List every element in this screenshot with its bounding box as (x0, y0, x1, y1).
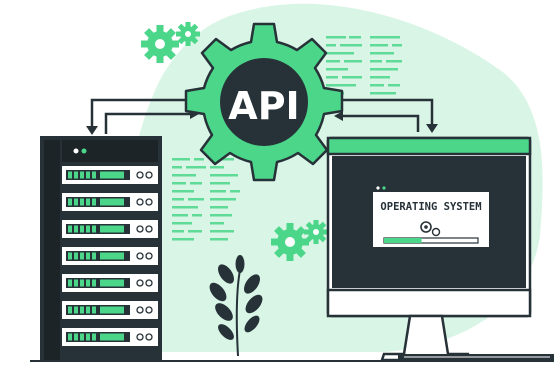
server-unit (62, 247, 158, 265)
server-unit (62, 193, 158, 211)
monitor-topbar (326, 136, 532, 156)
server-units (62, 166, 158, 346)
progress-fill (384, 238, 422, 243)
server-unit (62, 220, 158, 238)
gear-icon (271, 223, 309, 261)
api-label: API (228, 84, 299, 128)
server-unit (62, 274, 158, 292)
gear-icon (176, 22, 200, 46)
server-unit (62, 301, 158, 319)
plant-icon (209, 255, 263, 357)
server-unit (62, 328, 158, 346)
gear-icon (184, 22, 344, 182)
server-led (81, 148, 87, 154)
gear-icon (431, 227, 441, 237)
server-led (73, 148, 79, 154)
monitor-icon: OPERATING SYSTEM (326, 136, 554, 362)
arrow-icon (90, 98, 434, 134)
os-label: OPERATING SYSTEM (380, 201, 481, 213)
os-window: OPERATING SYSTEM (371, 183, 491, 249)
small-gears-top (141, 22, 200, 63)
gear-icon (304, 220, 328, 244)
gear-icon (141, 25, 179, 63)
server-unit (62, 166, 158, 184)
small-gears-middle (271, 220, 328, 261)
server-icon (40, 136, 162, 362)
gear-icon (420, 221, 432, 233)
api-gear: API (184, 22, 344, 182)
